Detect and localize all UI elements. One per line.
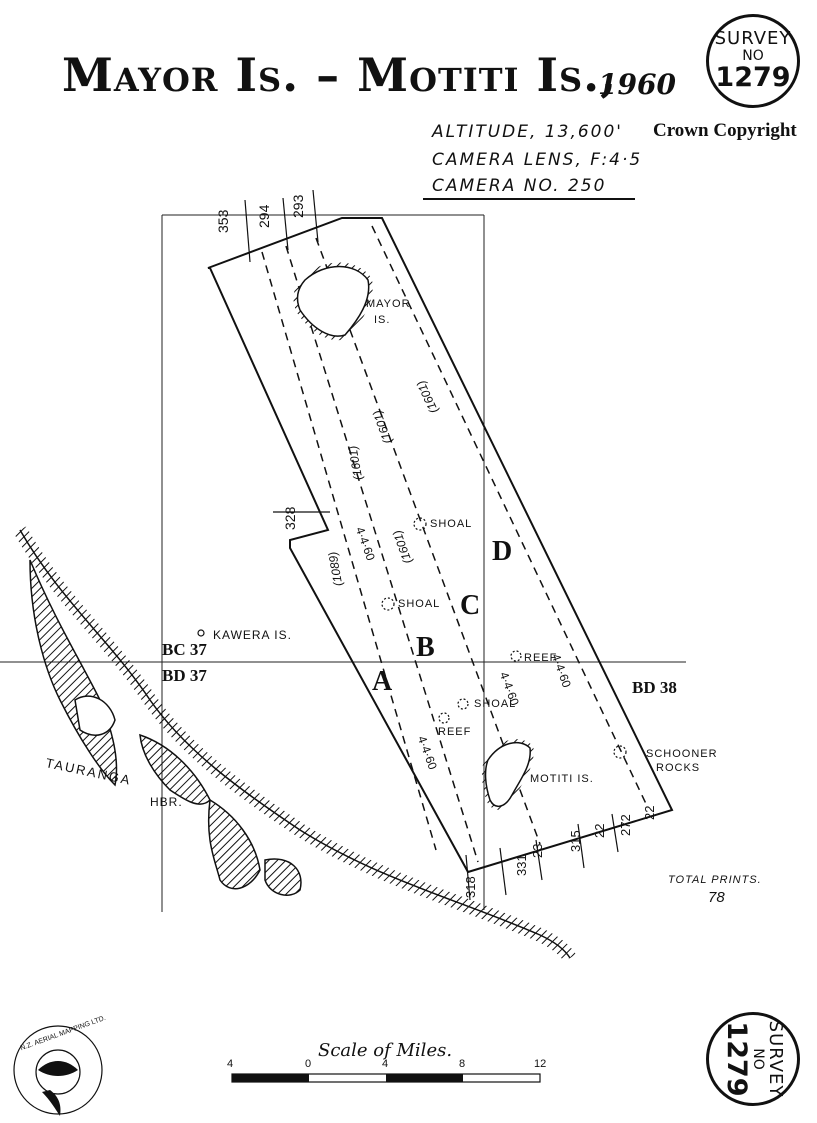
scale-bar <box>231 1073 541 1083</box>
photo-number-315: 315 <box>568 830 583 852</box>
rocks-label: ROCKS <box>656 762 701 774</box>
company-logo <box>13 1025 103 1116</box>
motiti-label: MOTITI IS. <box>530 773 594 785</box>
map-year: 1960 <box>598 68 676 101</box>
strip-label-d: D <box>492 536 513 567</box>
scale-tick-4: 4 <box>382 1058 389 1070</box>
map-title: Mayor Is. – Motiti Is., <box>62 48 618 102</box>
frame-number-23: 23 <box>530 843 545 858</box>
mayor-label: MAYOR <box>366 298 411 310</box>
survey-stamp-bottom: SURVEY NO 1279 <box>706 1012 800 1106</box>
hbr-label: HBR. <box>150 795 183 809</box>
photo-number-293: 293 <box>290 194 306 218</box>
shoal-markers <box>381 517 627 759</box>
schooner-label: SCHOONER <box>646 748 718 760</box>
sheet-label-bd38: BD 38 <box>632 678 677 697</box>
reef-label-1: REEF <box>524 652 558 664</box>
frame-number-22a: 22 <box>592 823 607 838</box>
strip-label-b: B <box>416 632 435 663</box>
total-prints-value: 78 <box>708 889 725 906</box>
photo-number-353: 353 <box>215 209 231 233</box>
shoal-label-1: SHOAL <box>430 518 473 530</box>
copyright-text: Crown Copyright <box>653 120 797 141</box>
survey-stamp-number-bottom: 1279 <box>721 1021 752 1097</box>
scale-tick-4-left: 4 <box>227 1058 234 1070</box>
survey-stamp-number: 1279 <box>715 62 791 93</box>
frame-number-22b: 22 <box>642 805 657 820</box>
coverage-outline <box>207 217 674 874</box>
scale-tick-12: 12 <box>534 1058 547 1070</box>
scale-title: Scale of Miles. <box>318 1040 453 1061</box>
survey-stamp-top: SURVEY NO 1279 <box>706 14 800 108</box>
total-prints-label: TOTAL PRINTS. <box>668 874 762 886</box>
sheet-label-bd37: BD 37 <box>162 666 207 685</box>
camera-lens-text: CAMERA LENS, F:4·5 <box>432 150 643 170</box>
shoal-label-2: SHOAL <box>398 598 441 610</box>
survey-stamp-word: SURVEY <box>714 28 792 49</box>
altitude-text: ALTITUDE, 13,600' <box>432 122 623 142</box>
sheet-label-bc37: BC 37 <box>162 640 207 659</box>
photo-number-331: 331 <box>514 854 529 876</box>
survey-stamp-no-bottom: NO <box>750 1048 766 1070</box>
reef-label-2: REEF <box>438 726 472 738</box>
photo-number-272: 272 <box>618 814 633 836</box>
coastline <box>13 526 576 963</box>
scale-tick-8: 8 <box>459 1058 466 1070</box>
strip-label-c: C <box>460 590 481 621</box>
photo-number-318: 318 <box>463 876 478 898</box>
mayor-is-label: IS. <box>374 314 391 326</box>
photo-number-328: 328 <box>282 506 298 530</box>
kawera-label: KAWERA IS. <box>213 628 292 642</box>
camera-number-text: CAMERA NO. 250 <box>432 176 607 196</box>
tick-marks <box>244 189 619 901</box>
shoal-label-3: SHOAL <box>474 698 517 710</box>
scale-tick-0: 0 <box>305 1058 312 1070</box>
survey-stamp-no: NO <box>742 48 764 64</box>
kawera-island <box>197 629 205 637</box>
photo-number-294: 294 <box>256 204 272 228</box>
survey-stamp-word-bottom: SURVEY <box>765 1020 786 1098</box>
strip-label-a: A <box>372 666 393 697</box>
info-underline <box>423 198 635 200</box>
